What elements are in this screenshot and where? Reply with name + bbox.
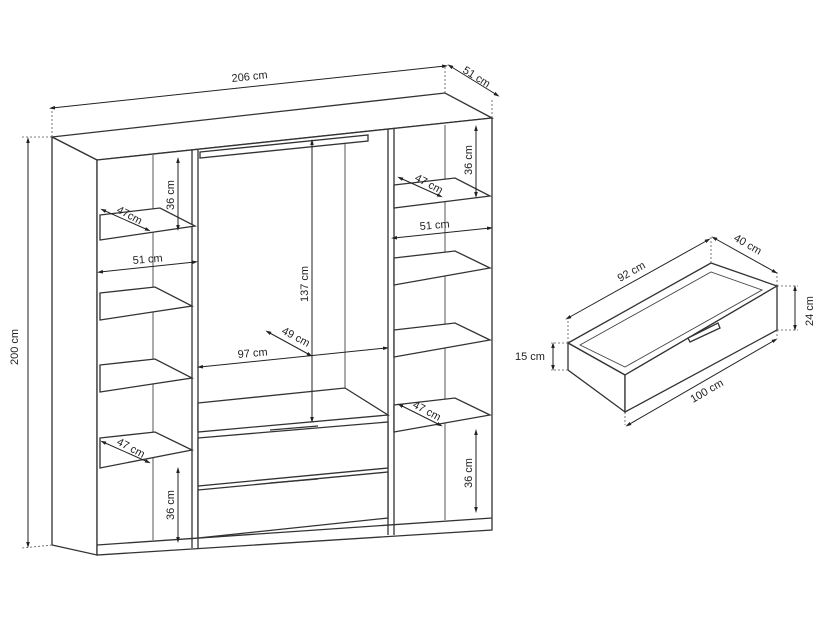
dim-left-bottom-shelf-height: 36 cm — [165, 490, 177, 520]
dim-wardrobe-width: 206 cm — [231, 69, 268, 85]
dim-right-top-shelf-height: 36 cm — [463, 145, 475, 175]
dim-hanging-height: 137 cm — [299, 266, 311, 302]
dim-hanging-width: 97 cm — [237, 346, 268, 361]
wardrobe-drawer-lower — [197, 471, 389, 539]
wardrobe-drawing — [21, 64, 500, 556]
dim-drawer-front-length: 100 cm — [689, 377, 726, 405]
dim-right-bottom-shelf-height: 36 cm — [463, 458, 475, 488]
dim-wardrobe-depth: 51 cm — [460, 64, 492, 90]
dim-drawer-front-height: 24 cm — [804, 296, 816, 326]
dim-left-column-depth: 51 cm — [132, 252, 163, 267]
wardrobe-drawer-upper — [197, 421, 389, 487]
dim-right-column-depth: 51 cm — [419, 218, 450, 233]
wardrobe-left-side — [51, 135, 98, 556]
dim-wardrobe-height: 200 cm — [9, 329, 21, 365]
dim-drawer-inner-length: 92 cm — [616, 260, 648, 285]
drawer-drawing — [551, 236, 798, 427]
dim-drawer-depth: 40 cm — [732, 232, 764, 257]
dim-drawer-side-height: 15 cm — [515, 351, 545, 363]
dim-left-top-shelf-height: 36 cm — [165, 180, 177, 210]
